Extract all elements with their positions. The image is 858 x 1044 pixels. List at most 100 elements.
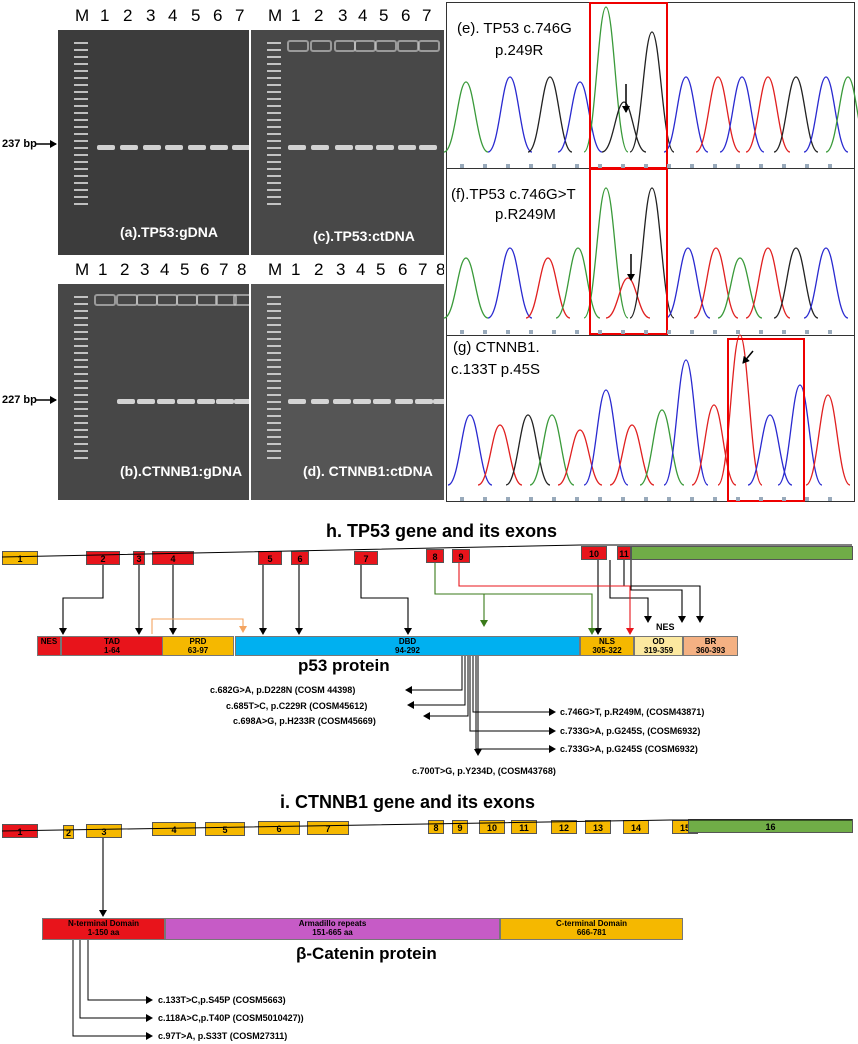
- base-tick: [713, 164, 717, 168]
- exon-connector: [458, 563, 634, 635]
- chromatogram-peak: [443, 257, 489, 319]
- base-tick: [483, 164, 487, 168]
- base-tick: [782, 330, 786, 334]
- exon-16: 16: [688, 819, 853, 833]
- base-tick: [598, 330, 602, 334]
- base-tick: [759, 497, 763, 501]
- mutation-label: c.733G>A, p.G245S, (COSM6932): [560, 726, 701, 736]
- base-tick: [667, 330, 671, 334]
- lane-label: 1: [100, 6, 110, 25]
- pcr-band: [419, 145, 437, 150]
- peak-arrow: [742, 350, 754, 364]
- lane-label: M: [268, 6, 283, 25]
- exon-11: 11: [511, 820, 537, 834]
- base-tick: [460, 330, 464, 334]
- lane-label: 2: [123, 6, 133, 25]
- base-tick: [805, 497, 809, 501]
- exon-connector: [630, 560, 686, 623]
- base-tick: [506, 330, 510, 334]
- chromatogram-peak: [557, 429, 603, 486]
- chromatogram-peak: [803, 76, 849, 153]
- mutation-arrow: [472, 656, 556, 716]
- exon-connector: [151, 618, 247, 634]
- chromatogram-peak: [717, 257, 763, 319]
- pcr-band: [288, 399, 306, 404]
- domain-name: PRD: [189, 637, 207, 646]
- gel-title: (c).TP53:ctDNA: [313, 228, 415, 244]
- pcr-band: [433, 399, 444, 404]
- base-tick: [644, 497, 648, 501]
- chromatogram-peak: [447, 414, 493, 486]
- chromatogram-peak: [803, 247, 849, 319]
- base-tick: [575, 497, 579, 501]
- pcr-band: [311, 399, 329, 404]
- base-tick: [460, 164, 464, 168]
- base-tick: [828, 164, 832, 168]
- chromatogram-peak: [773, 247, 819, 319]
- base-tick: [690, 164, 694, 168]
- pcr-band: [117, 399, 135, 404]
- base-tick: [575, 330, 579, 334]
- lane-label: M: [268, 260, 283, 279]
- domain-range: 319-359: [643, 646, 674, 655]
- pcr-band: [395, 399, 413, 404]
- domain-range: 1-150 aa: [87, 928, 120, 937]
- lane-label: 3: [336, 260, 346, 279]
- protein-domain-nes: NES: [37, 636, 61, 656]
- domain-name: C-terminal Domain: [555, 919, 628, 928]
- base-tick: [483, 330, 487, 334]
- mutation-label: c.682G>A, p.D228N (COSM 44398): [210, 685, 356, 695]
- chromatogram-label-line1: (g) CTNNB1.: [453, 339, 540, 356]
- pcr-band: [165, 145, 183, 150]
- chromatogram-peak: [663, 359, 709, 486]
- exon-4: 4: [152, 551, 194, 565]
- pcr-band: [376, 145, 394, 150]
- pcr-band: [137, 399, 155, 404]
- base-tick: [529, 497, 533, 501]
- mutation-arrow: [87, 940, 153, 1004]
- base-tick: [598, 164, 602, 168]
- chromatogram-peak: [555, 247, 601, 319]
- chromatogram-peak: [693, 247, 739, 319]
- exon-6: 6: [291, 551, 309, 565]
- chromatogram-peak: [825, 76, 858, 153]
- mutation-label: c.118A>C,p.T40P (COSM5010427)): [158, 1013, 304, 1023]
- pcr-band: [333, 399, 351, 404]
- lane-label: 4: [358, 6, 368, 25]
- exon-connector: [623, 560, 704, 623]
- exon-6: 6: [258, 821, 300, 835]
- domain-name: DBD: [398, 637, 417, 646]
- gel-well: [94, 294, 116, 306]
- mutation-arrow: [475, 656, 556, 753]
- exon-5: 5: [258, 551, 282, 565]
- lane-label: 6: [213, 6, 223, 25]
- lane-label: 4: [160, 260, 170, 279]
- chromatogram-peak: [665, 247, 711, 319]
- highlight-box: [727, 338, 805, 502]
- gel-well: [233, 294, 249, 306]
- domain-range: 666-781: [576, 928, 607, 937]
- gel-well: [375, 40, 397, 52]
- mutation-arrow: [423, 656, 469, 720]
- dna-ladder: [74, 296, 88, 464]
- chromatogram-label-line2: p.249R: [495, 42, 544, 59]
- base-tick: [529, 330, 533, 334]
- chromatogram-peak: [717, 334, 763, 486]
- chromatogram-peak: [605, 277, 651, 319]
- chromatogram-peak: [773, 76, 819, 153]
- chromatogram-peak: [505, 414, 551, 486]
- chromatogram-peak: [629, 31, 675, 153]
- domain-range: 1-64: [103, 646, 120, 655]
- chromatogram-peak: [487, 76, 533, 153]
- lane-label: 7: [219, 260, 229, 279]
- chromatogram-peak: [601, 101, 647, 153]
- pcr-band: [373, 399, 391, 404]
- base-tick: [828, 497, 832, 501]
